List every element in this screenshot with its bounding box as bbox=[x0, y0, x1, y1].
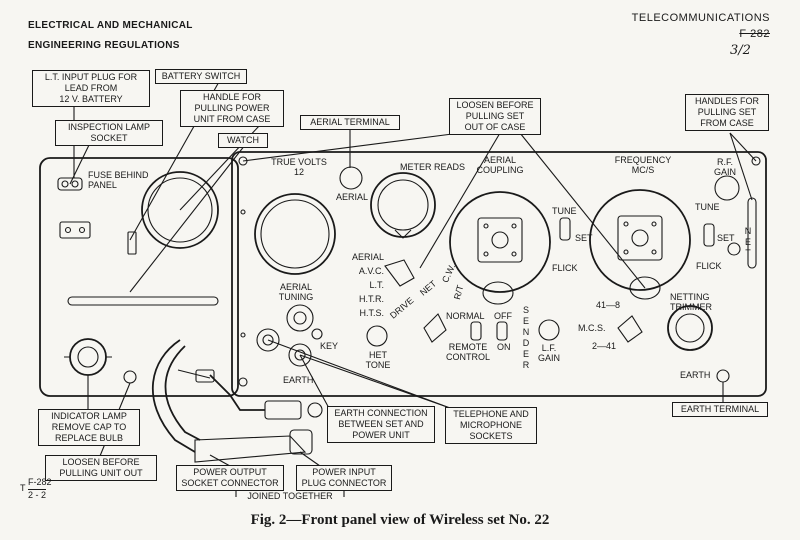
watch-dial bbox=[141, 171, 219, 249]
figure-caption: Fig. 2—Front panel view of Wireless set … bbox=[250, 512, 550, 528]
flick-right-label: FLICK bbox=[696, 261, 722, 271]
meter-switch-knob bbox=[384, 259, 415, 287]
normal-label: NORMAL bbox=[446, 311, 485, 321]
callout-earth-terminal: EARTH TERMINAL bbox=[672, 402, 768, 417]
fuse-label: FUSE BEHIND PANEL bbox=[88, 170, 149, 190]
rf-gain-knob bbox=[714, 175, 740, 201]
tune-left-label: TUNE bbox=[552, 206, 577, 216]
true-volts-label: TRUE VOLTS 12 bbox=[271, 157, 327, 177]
fuse-holder bbox=[57, 177, 83, 191]
callout-inspection-lamp: INSPECTION LAMP SOCKET bbox=[55, 120, 163, 146]
callout-loosen-unit: LOOSEN BEFORE PULLING UNIT OUT bbox=[45, 455, 157, 481]
aerial-tuning-knob bbox=[286, 304, 314, 332]
callout-power-input: POWER INPUT PLUG CONNECTOR bbox=[296, 465, 392, 491]
callout-aerial-terminal: AERIAL TERMINAL bbox=[300, 115, 400, 130]
set-right-label: SET bbox=[717, 233, 735, 243]
true-volts-meter bbox=[339, 166, 363, 190]
het-tone-label: HET TONE bbox=[365, 350, 391, 370]
het-tone-knob bbox=[366, 325, 388, 347]
lt-input-plug bbox=[59, 221, 91, 239]
aerial-coupling-dial bbox=[449, 191, 551, 293]
tune-right-label: TUNE bbox=[695, 202, 720, 212]
earth-right-label: EARTH bbox=[680, 370, 711, 380]
callout-loosen-set: LOOSEN BEFORE PULLING SET OUT OF CASE bbox=[449, 98, 541, 135]
battery-switch bbox=[127, 231, 137, 255]
indicator-lamp bbox=[64, 338, 112, 376]
flick-knob-right bbox=[727, 242, 741, 256]
earth-panel-label: EARTH bbox=[283, 375, 314, 385]
header-left-line2: ENGINEERING REGULATIONS bbox=[28, 40, 180, 51]
cables bbox=[151, 339, 323, 463]
key-socket bbox=[311, 328, 323, 340]
callout-telephone-sockets: TELEPHONE AND MICROPHONE SOCKETS bbox=[445, 407, 537, 444]
lf-gain-knob bbox=[538, 319, 560, 341]
on-label: ON bbox=[497, 342, 511, 352]
lf-gain-label: L.F. GAIN bbox=[537, 343, 560, 363]
aerial-dial bbox=[254, 193, 336, 275]
footer-ref-numerator: F-282 bbox=[28, 477, 52, 487]
meter bbox=[370, 172, 436, 239]
footer-ref-denominator: 2 - 2 bbox=[28, 489, 47, 500]
earth-terminal-screw bbox=[716, 369, 730, 383]
sender-on-off-switch bbox=[496, 321, 508, 341]
band-switch-knob bbox=[617, 315, 643, 343]
leader-lines bbox=[69, 79, 757, 497]
off-label: OFF bbox=[494, 311, 512, 321]
callout-handle-power-unit: HANDLE FOR PULLING POWER UNIT FROM CASE bbox=[180, 90, 284, 127]
telephone-sockets bbox=[256, 328, 312, 367]
header-right-line1: TELECOMMUNICATIONS bbox=[631, 12, 770, 24]
unit-securing-screw bbox=[123, 370, 137, 384]
frequency-dial bbox=[589, 189, 691, 291]
header-right-line2: F 282 bbox=[739, 28, 770, 40]
band-2-41-label: 2—41 bbox=[592, 341, 617, 351]
frequency-label: FREQUENCY MC/S bbox=[614, 155, 672, 175]
flick-left-label: FLICK bbox=[552, 263, 578, 273]
set-handle bbox=[747, 197, 757, 269]
key-label: KEY bbox=[320, 341, 339, 351]
meter-reads-label: METER READS bbox=[400, 162, 466, 172]
normal-remote-switch bbox=[470, 321, 482, 341]
meter-switch-labels: AERIAL A.V.C. L.T. H.T.R. H.T.S. bbox=[351, 252, 384, 318]
callout-indicator-lamp: INDICATOR LAMP REMOVE CAP TO REPLACE BUL… bbox=[38, 409, 140, 446]
mcs-label: M.C.S. bbox=[578, 323, 606, 333]
callout-power-output: POWER OUTPUT SOCKET CONNECTOR bbox=[176, 465, 284, 491]
main-set-panel bbox=[231, 151, 767, 397]
tune-set-lock-right bbox=[703, 223, 715, 247]
callout-earth-connection: EARTH CONNECTION BETWEEN SET AND POWER U… bbox=[327, 406, 435, 443]
header-left-line1: ELECTRICAL AND MECHANICAL bbox=[28, 20, 193, 31]
callout-lt-input-plug: L.T. INPUT PLUG FOR LEAD FROM 12 V. BATT… bbox=[32, 70, 150, 107]
rf-gain-label: R.F. GAIN bbox=[713, 157, 736, 177]
aerial-coupling-label: AERIAL COUPLING bbox=[476, 155, 524, 175]
joined-together-label: JOINED TOGETHER bbox=[247, 491, 333, 501]
callout-battery-switch: BATTERY SWITCH bbox=[155, 69, 247, 84]
callout-handles-set: HANDLES FOR PULLING SET FROM CASE bbox=[685, 94, 769, 131]
aerial-label: AERIAL bbox=[336, 192, 369, 202]
bandspread-knobs bbox=[482, 276, 661, 305]
tune-set-lock-left bbox=[559, 217, 571, 241]
aerial-tuning-label: AERIAL TUNING bbox=[278, 282, 314, 302]
sender-vertical-label: S E N D E R bbox=[522, 305, 530, 370]
remote-control-label: REMOTE CONTROL bbox=[445, 342, 490, 362]
power-unit-handle bbox=[67, 296, 219, 306]
net-vertical-label: N E T bbox=[744, 226, 752, 258]
set-left-label: SET bbox=[575, 233, 593, 243]
netting-trimmer bbox=[667, 305, 713, 351]
band-41-8-label: 41—8 bbox=[596, 300, 621, 310]
netting-trimmer-label: NETTING TRIMMER bbox=[670, 292, 712, 312]
mode-switch-knob bbox=[423, 313, 447, 343]
callout-watch: WATCH bbox=[218, 133, 268, 148]
header-right-line3: 3/2 bbox=[730, 43, 751, 58]
power-unit-panel bbox=[39, 157, 239, 397]
footer-ref-prefix: T bbox=[20, 483, 26, 493]
